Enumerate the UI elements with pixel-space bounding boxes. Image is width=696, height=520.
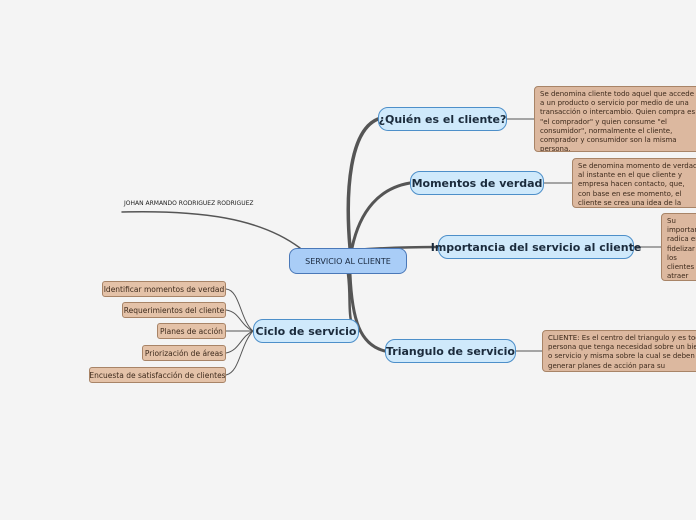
ciclo-item-identificar[interactable]: Identificar momentos de verdad xyxy=(102,281,226,297)
ciclo-item-encuesta[interactable]: Encuesta de satisfacción de clientes xyxy=(89,367,226,383)
topic-importancia-servicio[interactable]: Importancia del servicio al cliente xyxy=(431,235,641,259)
link-ciclo-2 xyxy=(225,309,254,332)
author-label: JOHAN ARMANDO RODRIGUEZ RODRIGUEZ xyxy=(124,200,254,207)
topic-quien-es-el-cliente[interactable]: ¿Quién es el cliente? xyxy=(378,107,507,131)
note-quien-es-el-cliente[interactable]: Se denomina cliente todo aquel que acced… xyxy=(534,86,696,152)
link-ciclo-5 xyxy=(225,330,254,376)
branch-quien xyxy=(346,117,380,250)
branch-author xyxy=(121,210,301,249)
ciclo-item-requerimientos[interactable]: Requerimientos del cliente xyxy=(122,302,226,318)
ciclo-item-planes[interactable]: Planes de acción xyxy=(157,323,226,339)
note-importancia-servicio[interactable]: Su importancia radica en fidelizar a los… xyxy=(661,213,696,281)
link-ciclo-1 xyxy=(225,288,254,332)
topic-ciclo-de-servicio[interactable]: Ciclo de servicio xyxy=(253,319,359,343)
note-momentos-de-verdad[interactable]: Se denomina momento de verdad al instant… xyxy=(572,158,696,208)
topic-triangulo-de-servicio[interactable]: Triangulo de servicio xyxy=(385,339,516,363)
link-ciclo-4 xyxy=(225,330,254,354)
branch-momentos xyxy=(350,181,412,250)
note-triangulo-de-servicio[interactable]: CLIENTE: Es el centro del triangulo y es… xyxy=(542,330,696,372)
central-node[interactable]: SERVICIO AL CLIENTE xyxy=(289,248,407,274)
ciclo-item-priorizacion[interactable]: Priorización de áreas xyxy=(142,345,226,361)
topic-momentos-de-verdad[interactable]: Momentos de verdad xyxy=(410,171,544,195)
